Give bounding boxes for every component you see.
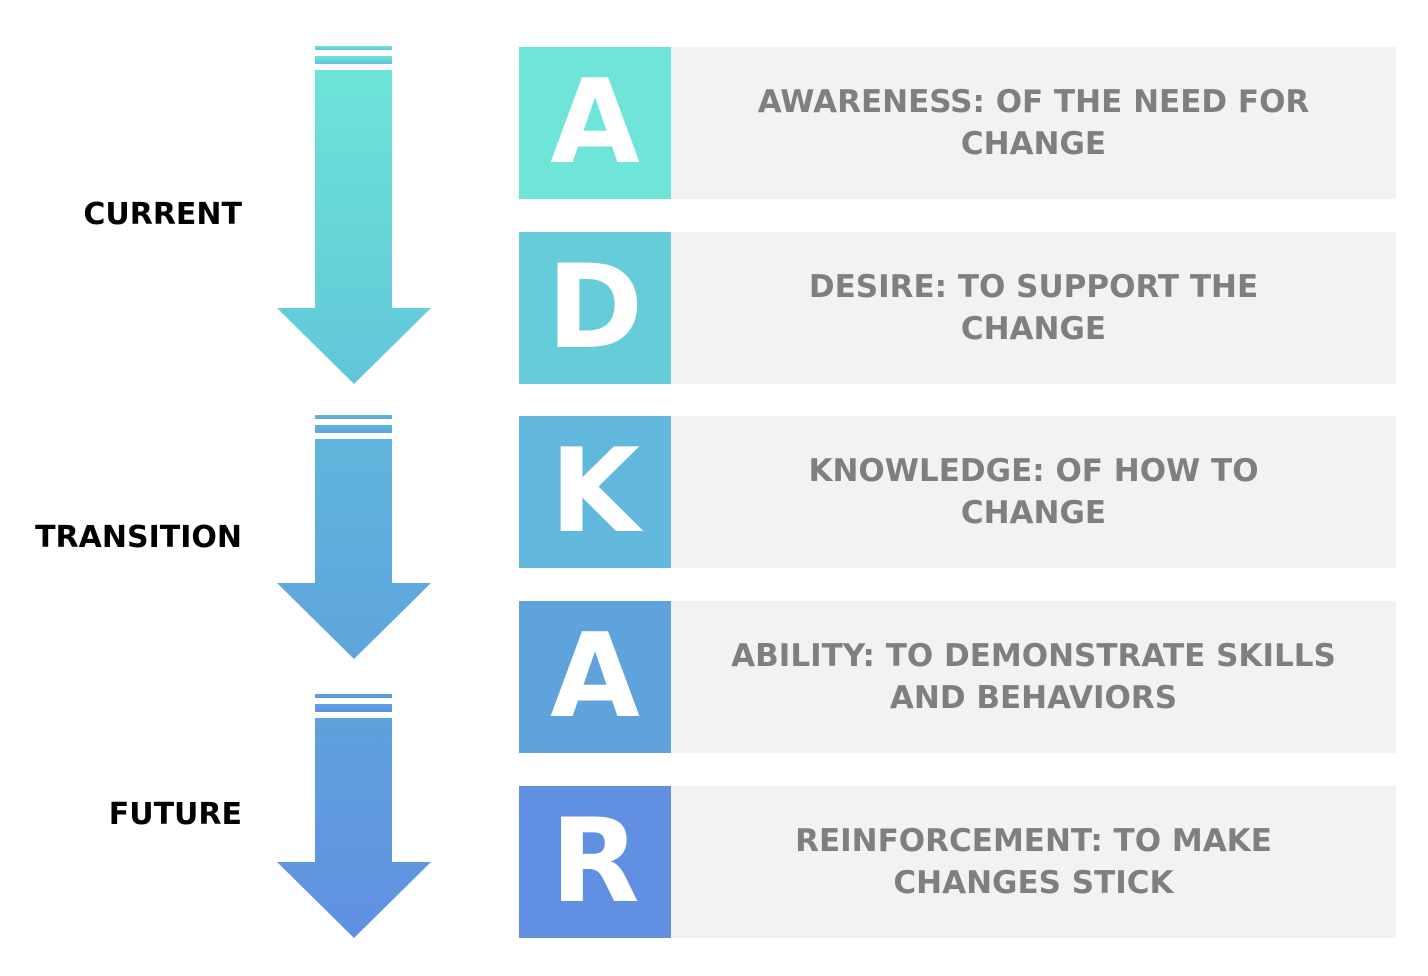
desc-awareness: AWARENESS: OF THE NEED FOR CHANGE [757,84,1310,162]
phase-label-current: CURRENT [83,197,242,232]
current-arrow-icon [277,46,431,386]
letter-box-a2: A [519,601,671,753]
transition-arrow-icon [277,415,431,661]
adkar-row-awareness: A AWARENESS: OF THE NEED FOR CHANGE [519,47,1396,199]
desc-ability: ABILITY: TO DEMONSTRATE SKILLS AND BEHAV… [731,638,1336,716]
adkar-row-desire: D DESIRE: TO SUPPORT THE CHANGE [519,232,1396,384]
phase-label-transition: TRANSITION [35,520,242,555]
desc-reinforcement: REINFORCEMENT: TO MAKE CHANGES STICK [795,823,1272,901]
desc-desire: DESIRE: TO SUPPORT THE CHANGE [808,269,1259,347]
desc-knowledge: KNOWLEDGE: OF HOW TO CHANGE [808,453,1259,531]
letter-box-r: R [519,786,671,938]
letter-box-a: A [519,47,671,199]
adkar-row-knowledge: K KNOWLEDGE: OF HOW TO CHANGE [519,416,1396,568]
adkar-row-ability: A ABILITY: TO DEMONSTRATE SKILLS AND BEH… [519,601,1396,753]
letter-box-k: K [519,416,671,568]
adkar-row-reinforcement: R REINFORCEMENT: TO MAKE CHANGES STICK [519,786,1396,938]
future-arrow-icon [277,694,431,940]
letter-box-d: D [519,232,671,384]
phase-label-future: FUTURE [108,797,242,832]
